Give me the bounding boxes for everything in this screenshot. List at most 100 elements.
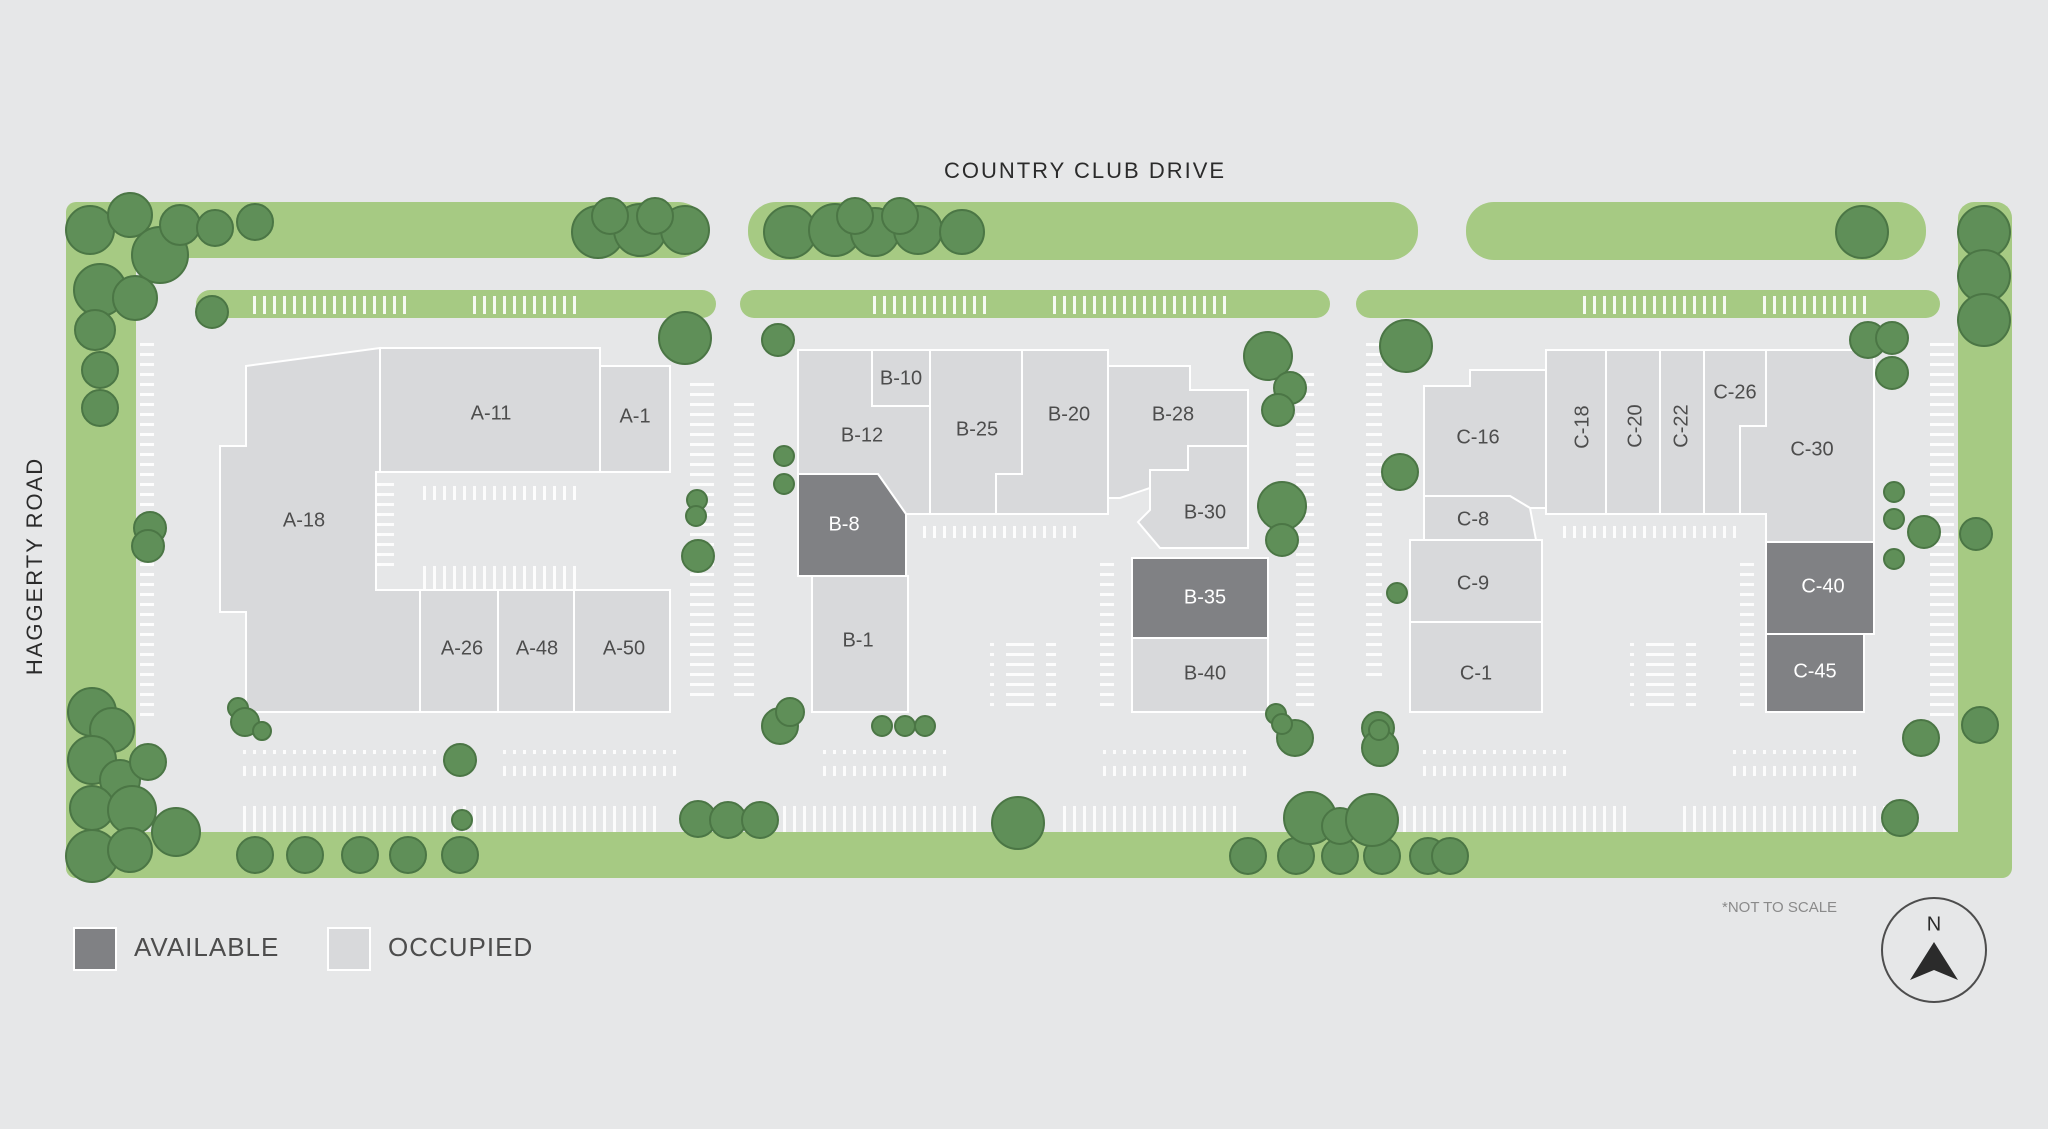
label-c16: C-16 [1456,426,1499,448]
label-c9: C-9 [1457,572,1489,594]
tree-icon [775,697,805,727]
tree-icon [685,505,707,527]
tree-icon [236,203,274,241]
tree-icon [1345,793,1399,847]
tree-icon [591,197,629,235]
legend-label-available: AVAILABLE [134,932,279,962]
tree-icon [1271,713,1293,735]
tree-icon [1368,719,1390,741]
tree-icon [107,785,157,835]
label-c26: C-26 [1713,381,1756,403]
tree-icon [159,204,201,246]
label-b12: B-12 [841,424,883,446]
tree-icon [341,836,379,874]
unit-labels: A-18 A-11 A-1 A-26 A-48 A-50 B-10 B-12 B… [283,367,1845,684]
unit-b1[interactable] [811,575,909,713]
label-b40: B-40 [1184,662,1226,684]
tree-icon [195,295,229,329]
tree-icon [151,807,201,857]
tree-icon [443,743,477,777]
label-b28: B-28 [1152,403,1194,425]
unit-b30[interactable] [1136,445,1249,549]
tree-icon [1957,293,2011,347]
tree-icon [441,836,479,874]
tree-icon [1243,331,1293,381]
tree-icon [914,715,936,737]
tree-icon [1265,523,1299,557]
unit-c1[interactable] [1409,621,1543,713]
unit-c45[interactable] [1765,633,1865,713]
tree-icon [1883,481,1905,503]
unit-c22[interactable] [1659,349,1705,515]
tree-icon [761,323,795,357]
tree-icon [773,473,795,495]
road-label-north: COUNTRY CLUB DRIVE [944,158,1226,183]
label-c18: C-18 [1571,405,1593,448]
tree-icon [236,836,274,874]
label-c1: C-1 [1460,662,1492,684]
tree-icon [871,715,893,737]
tree-icon [131,529,165,563]
unit-c20[interactable] [1605,349,1661,515]
tree-icon [286,836,324,874]
label-b35: B-35 [1184,586,1226,608]
label-a1: A-1 [619,405,650,427]
tree-icon [1257,481,1307,531]
tree-icon [681,539,715,573]
label-b8: B-8 [828,513,859,535]
tree-icon [81,389,119,427]
tree-icon [1875,321,1909,355]
tree-icon [881,197,919,235]
unit-a26[interactable] [419,589,499,713]
unit-a1[interactable] [599,365,671,473]
label-b20: B-20 [1048,403,1090,425]
compass-label: N [1927,913,1941,935]
tree-icon [74,309,116,351]
label-a50: A-50 [603,637,645,659]
label-c22: C-22 [1670,404,1692,447]
unit-c8[interactable] [1423,495,1538,541]
tree-icon [709,801,747,839]
tree-icon [1835,205,1889,259]
unit-c18[interactable] [1545,349,1607,515]
legend: AVAILABLE OCCUPIED [73,927,533,971]
unit-c40[interactable] [1765,541,1875,635]
tree-icon [1381,453,1419,491]
unit-b8[interactable] [797,473,907,577]
tree-icon [107,827,153,873]
tree-icon [451,809,473,831]
trees [65,192,2011,883]
tree-icon [1961,706,1999,744]
label-b25: B-25 [956,418,998,440]
tree-icon [112,275,158,321]
tree-icon [81,351,119,389]
unit-a11[interactable] [379,347,601,473]
parking-stalls [140,296,1956,832]
tree-icon [773,445,795,467]
label-c8: C-8 [1457,508,1489,530]
tree-icon [741,801,779,839]
building-a [219,346,671,713]
tree-icon [1902,719,1940,757]
tree-icon [1875,356,1909,390]
label-b1: B-1 [842,629,873,651]
not-to-scale-note: *NOT TO SCALE [1722,899,1837,916]
unit-a50[interactable] [573,589,671,713]
tree-icon [65,205,115,255]
unit-c30[interactable] [1739,349,1875,543]
tree-icon [1386,582,1408,604]
tree-icon [1883,548,1905,570]
tree-icon [1881,799,1919,837]
unit-b35[interactable] [1131,557,1269,639]
unit-c9[interactable] [1409,539,1543,623]
tree-icon [1229,837,1267,875]
legend-label-occupied: OCCUPIED [388,932,533,962]
label-c45: C-45 [1793,660,1836,682]
unit-b40[interactable] [1131,637,1269,713]
label-a48: A-48 [516,637,558,659]
tree-icon [1959,517,1993,551]
legend-swatch-available [73,927,117,971]
unit-b20[interactable] [995,349,1109,515]
road-label-west: HAGGERTY ROAD [22,457,47,675]
